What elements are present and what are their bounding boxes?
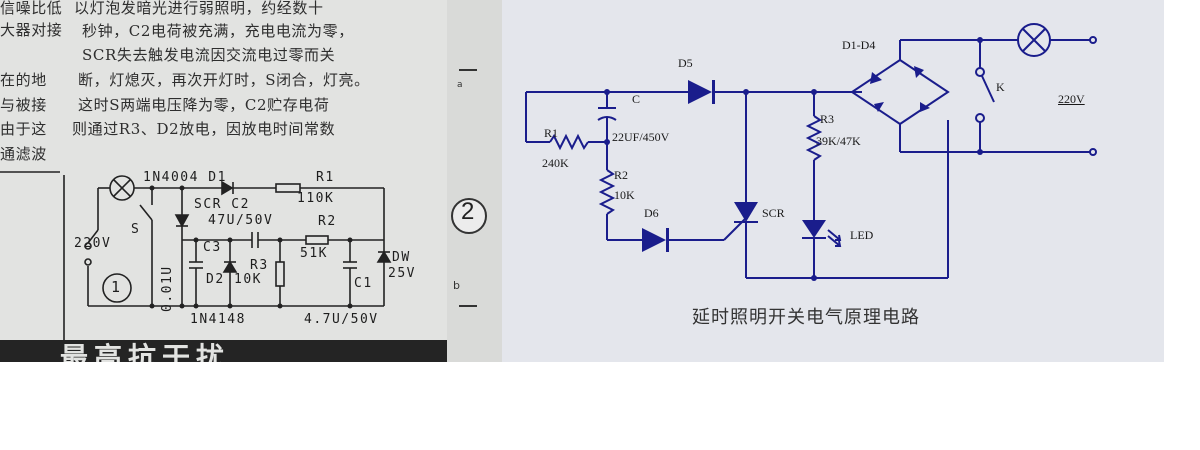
label-c-value: 22UF/450V: [612, 130, 670, 144]
diagram-caption: 延时照明开关电气原理电路: [692, 307, 920, 328]
text-fragment: 由于这: [0, 120, 47, 138]
text-fragment: 大器对接: [0, 21, 63, 39]
text-line: 断，灯熄灭，再次开灯时，S闭合，灯亮。: [78, 71, 370, 89]
text-fragment: 通滤波: [0, 145, 47, 163]
label-r2-value: 51K: [300, 246, 328, 261]
label-d6: D6: [644, 206, 659, 220]
label-220v: 220V: [1058, 92, 1085, 106]
page-gutter: 2 a b: [447, 0, 504, 362]
label-r1-value: 240K: [542, 156, 569, 170]
text-fragment: 与被接: [0, 96, 47, 114]
text-line: 秒钟，C2电荷被充满，充电电流为零，: [82, 22, 354, 40]
label-scr: SCR: [762, 206, 785, 220]
margin-letter-a: a: [457, 80, 463, 90]
bottom-heading-band: 最高抗干扰: [0, 340, 484, 362]
label-r2-value: 10K: [614, 188, 635, 202]
label-r3: R3: [250, 258, 269, 273]
label-r1: R1: [544, 126, 559, 140]
label-r1: R1: [316, 170, 335, 185]
label-r3-value: 39K/47K: [816, 134, 861, 148]
magazine-schematic: [0, 171, 392, 340]
label-c1: C1: [354, 276, 373, 291]
schematic-panel: D5 C 22UF/450V R1 240K R2 10K D6 SCR R3 …: [502, 0, 1164, 362]
label-c1-value: 4.7U/50V: [304, 312, 379, 327]
label-r2: R2: [614, 168, 629, 182]
figure-number: 1: [111, 278, 122, 296]
label-led: LED: [850, 228, 874, 242]
circle-number: 2: [461, 198, 475, 225]
label-k: K: [996, 80, 1005, 94]
label-s: S: [131, 222, 141, 237]
label-dw: DW: [392, 250, 411, 265]
label-c3: C3: [203, 240, 222, 255]
bottom-heading: 最高抗干扰: [60, 341, 231, 362]
label-220v: 220V: [74, 236, 112, 251]
text-line: 这时S两端电压降为零，C2贮存电荷: [78, 96, 330, 114]
margin-letter-b: b: [453, 279, 460, 292]
label-c2-value: 47U/50V: [208, 213, 274, 228]
label-d1-d4: D1-D4: [842, 38, 876, 52]
delay-switch-schematic: [525, 23, 1097, 281]
label-scr-c2: SCR C2: [194, 197, 250, 212]
label-c: C: [632, 92, 641, 106]
label-d2: D2: [206, 272, 225, 287]
text-line: SCR失去触发电流因交流电过零而关: [82, 46, 336, 64]
label-d1: 1N4004 D1: [143, 170, 227, 185]
label-r3: R3: [820, 112, 835, 126]
label-c3-value: 0.01U: [160, 265, 175, 312]
magazine-photo: 信噪比低 大器对接 在的地 与被接 由于这 通滤波 以灯泡发暗光进行弱照明，约经…: [0, 0, 484, 362]
text-line: 以灯泡发暗光进行弱照明，约经数十: [74, 0, 324, 17]
label-r3-value: 10K: [234, 272, 262, 287]
label-d5: D5: [678, 56, 693, 70]
text-fragment: 在的地: [0, 71, 47, 89]
label-dw-value: 25V: [388, 266, 416, 281]
text-line: 则通过R3、D2放电，因放电时间常数: [72, 120, 336, 138]
label-r1-value: 110K: [297, 191, 335, 206]
label-r2: R2: [318, 214, 337, 229]
label-1n4148: 1N4148: [190, 312, 246, 327]
text-fragment: 信噪比低: [0, 0, 63, 17]
